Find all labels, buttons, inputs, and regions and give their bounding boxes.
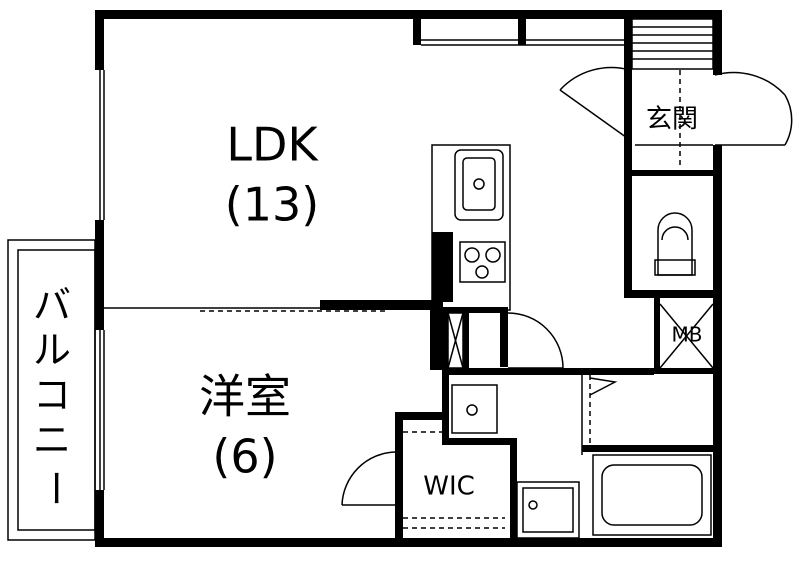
washroom (442, 375, 722, 547)
balcony (7, 239, 96, 541)
toilet-wall-bottom (624, 290, 722, 298)
toilet-wall-top (632, 170, 713, 176)
balcony-label: バ ル コ ニ ー (33, 283, 77, 507)
wic-closet (341, 412, 505, 547)
left-windows (99, 70, 105, 490)
corridor-walls (442, 307, 654, 377)
balcony-char-3: コ (33, 373, 71, 417)
western-room-name: 洋室 (199, 370, 291, 424)
entrance-step (631, 18, 714, 70)
outer-walls (95, 10, 722, 547)
kitchen-counter (431, 144, 511, 311)
western-room-size: (6) (212, 430, 277, 484)
room-partition (104, 300, 443, 370)
entrance-label: 玄関 (646, 105, 698, 135)
entrance-door (559, 66, 793, 165)
bathtub-icon (592, 454, 712, 536)
ldk-size: (13) (225, 178, 319, 232)
top-fixtures (413, 19, 626, 46)
mb-closet (654, 298, 722, 374)
balcony-char-2: ル (33, 328, 71, 372)
toilet-icon (654, 212, 696, 276)
mb-label: MB (672, 323, 703, 347)
balcony-char-5: ー (33, 469, 77, 507)
wic-label: WIC (423, 472, 475, 502)
entrance-wall-left (624, 19, 632, 297)
ldk-name: LDK (226, 118, 319, 172)
balcony-char-1: バ (33, 283, 71, 327)
balcony-char-4: ニ (33, 418, 71, 462)
